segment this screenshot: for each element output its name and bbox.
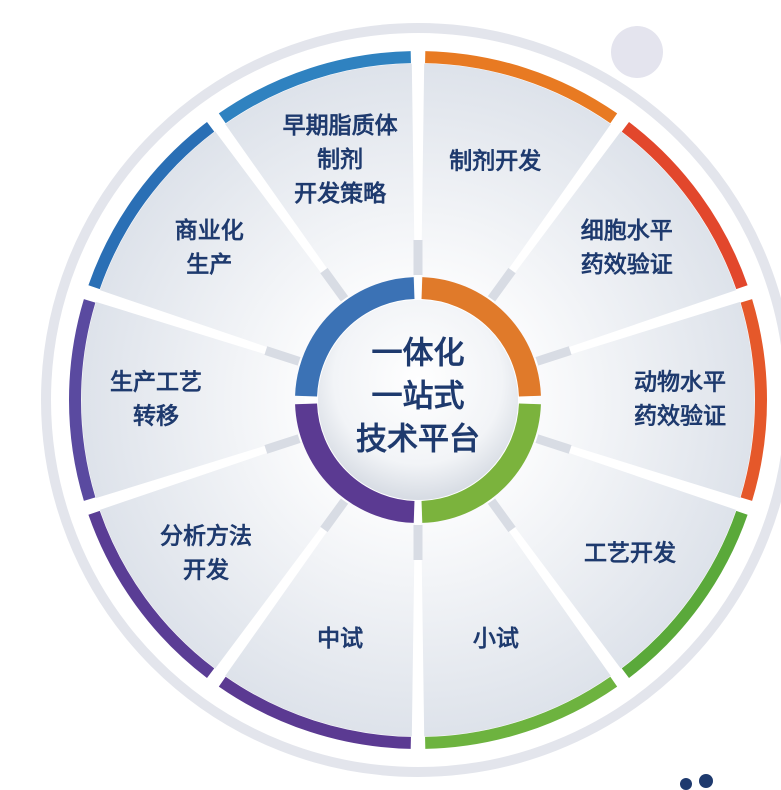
segment-label-line: 商业化 bbox=[175, 217, 244, 244]
segment-label-line: 制剂开发 bbox=[449, 148, 541, 175]
wheel-spoke bbox=[487, 498, 516, 533]
hub-ring-segment bbox=[421, 403, 541, 523]
hub-ring-segment bbox=[295, 277, 415, 397]
segment-label-line: 早期脂质体 bbox=[283, 113, 399, 139]
decorative-dot bbox=[611, 26, 663, 78]
segment-outer-arc bbox=[621, 510, 748, 678]
center-line-3: 技术平台 bbox=[356, 422, 480, 458]
segment-outer-arc bbox=[621, 122, 748, 290]
segment-label-line: 中试 bbox=[317, 626, 363, 652]
wheel-spoke bbox=[264, 434, 301, 454]
segment-outer-arc bbox=[69, 299, 96, 501]
segment-outer-arc bbox=[740, 299, 767, 501]
segment-label-line: 工艺开发 bbox=[584, 539, 676, 566]
wheel-spoke bbox=[535, 346, 572, 366]
segment-outer-arc bbox=[88, 122, 215, 290]
segment-outer-arc bbox=[88, 510, 215, 678]
center-line-1: 一体化 bbox=[372, 336, 465, 372]
outer-decorative-ring bbox=[41, 23, 781, 777]
labels-layer: 制剂开发细胞水平药效验证动物水平药效验证工艺开发小试中试分析方法开发生产工艺转移… bbox=[110, 113, 726, 652]
segment-label-line: 小试 bbox=[473, 626, 519, 652]
segment-label-line: 动物水平 bbox=[634, 369, 726, 396]
segment-outer-arc bbox=[218, 51, 411, 124]
segment-label-line: 开发 bbox=[183, 556, 229, 583]
center-line-2: 一站式 bbox=[372, 379, 465, 415]
hub-ring-segment bbox=[295, 403, 415, 523]
decorative-dot-small bbox=[680, 778, 692, 790]
hub-ring-segment bbox=[421, 277, 541, 397]
outer-arcs-layer bbox=[69, 51, 767, 749]
inner-ring-layer bbox=[295, 277, 541, 523]
segment-label-line: 转移 bbox=[133, 403, 179, 430]
segment-label-line: 制剂 bbox=[317, 146, 363, 173]
center-title: 一体化 一站式 技术平台 bbox=[356, 336, 480, 458]
segment-label-line: 药效验证 bbox=[581, 251, 673, 278]
center-hub bbox=[318, 300, 518, 500]
spokes-layer bbox=[264, 240, 572, 560]
segment-label-line: 细胞水平 bbox=[581, 217, 673, 244]
segment-label-line: 分析方法 bbox=[160, 522, 252, 549]
segment-outer-arc bbox=[425, 51, 618, 124]
segment-label-line: 生产工艺 bbox=[110, 369, 202, 396]
segment-label-line: 开发策略 bbox=[294, 180, 387, 207]
wheel-spoke bbox=[535, 434, 572, 454]
segment-outer-arc bbox=[425, 676, 618, 749]
wheel-spoke bbox=[320, 267, 349, 302]
segment-outer-arc bbox=[218, 676, 411, 749]
wheel-spoke bbox=[487, 267, 516, 302]
segment-label-line: 生产 bbox=[186, 251, 232, 278]
wheel-spoke bbox=[320, 498, 349, 533]
segment-label-line: 药效验证 bbox=[634, 403, 726, 430]
decorative-dot-small bbox=[699, 774, 713, 788]
wheel-spoke bbox=[264, 346, 301, 366]
